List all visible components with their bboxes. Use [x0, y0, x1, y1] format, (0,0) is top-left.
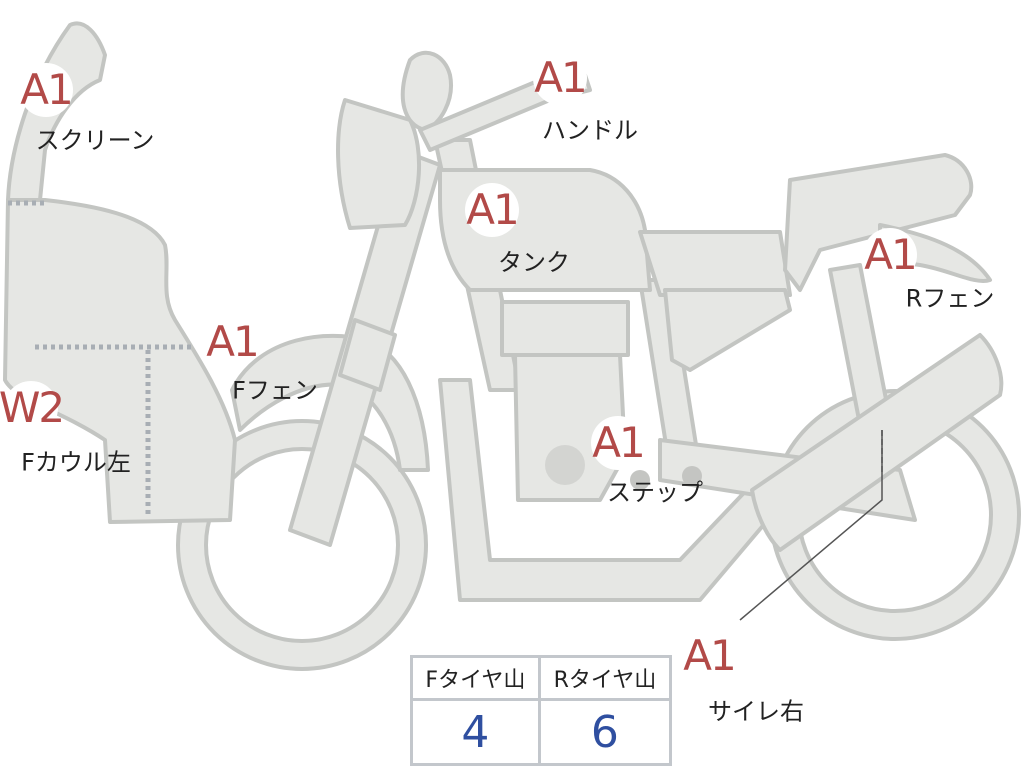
part-label-rear-fender: Rフェン: [905, 284, 995, 313]
grade-badge-screen: A1: [19, 63, 74, 117]
grade-badge-handle: A1: [533, 51, 588, 105]
part-label-tank: タンク: [498, 248, 570, 277]
part-label-screen: スクリーン: [35, 126, 155, 155]
tire-tread-table: Fタイヤ山 Rタイヤ山 4 6: [410, 655, 673, 766]
rear-tire-tread-value: 6: [537, 698, 673, 766]
part-label-front-fender: Fフェン: [232, 376, 318, 405]
front-tire-tread-header: Fタイヤ山: [410, 655, 541, 701]
muffler: [750, 333, 1004, 552]
part-label-silencer-right: サイレ右: [708, 697, 804, 726]
part-label-step: ステップ: [607, 478, 703, 507]
grade-badge-front-cowl-left: W2: [0, 381, 65, 435]
part-label-front-cowl-left: Fカウル左: [21, 448, 131, 477]
grade-badge-front-fender: A1: [205, 315, 260, 369]
part-label-handle: ハンドル: [542, 116, 638, 145]
cowl-cut-line: [35, 344, 192, 515]
headlight: [336, 98, 421, 230]
grade-badge-silencer-right: A1: [682, 629, 737, 683]
front-cowl: [3, 198, 237, 524]
grade-badge-rear-fender: A1: [863, 228, 918, 282]
grade-badge-step: A1: [591, 416, 646, 470]
grade-badge-tank: A1: [465, 183, 520, 237]
rear-tire-tread-header: Rタイヤ山: [537, 655, 673, 701]
mirror: [400, 50, 453, 132]
engine-head: [500, 300, 630, 357]
seat: [783, 153, 974, 292]
front-wheel: [178, 421, 426, 669]
front-tire-tread-value: 4: [410, 698, 541, 766]
side-cover: [638, 230, 792, 297]
